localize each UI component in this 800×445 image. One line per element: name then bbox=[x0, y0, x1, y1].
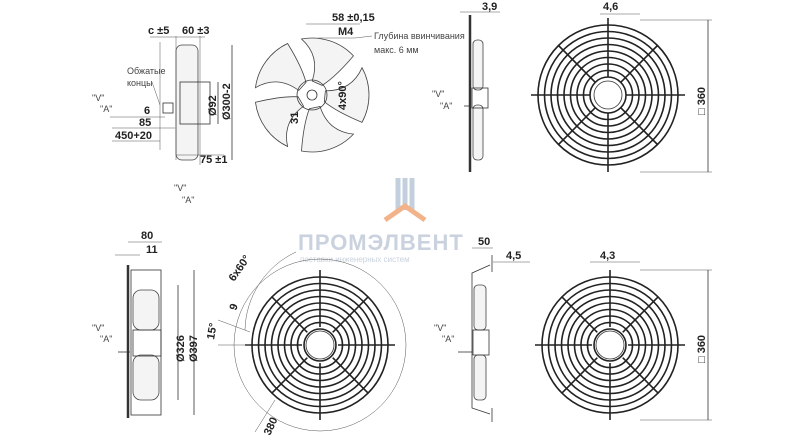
guard-strut bbox=[332, 357, 369, 394]
motor-hub bbox=[595, 330, 625, 360]
dim-85-label: 85 bbox=[139, 117, 151, 129]
view-v-label: "V" bbox=[432, 89, 444, 99]
watermark-tagline: поставки инженерных систем bbox=[300, 255, 410, 264]
c-tolerance-label: c ±5 bbox=[148, 25, 169, 37]
watermark-logo: ПРОМЭЛВЕНТ поставки инженерных систем bbox=[298, 178, 464, 264]
bottom-guard-side-view bbox=[458, 247, 530, 422]
view-v-label: "V" bbox=[174, 183, 186, 193]
inner-diameter-label: Ø326 bbox=[175, 335, 187, 362]
square-360-label: □ 360 bbox=[696, 335, 708, 363]
thickness-4-5-label: 4,5 bbox=[506, 250, 521, 262]
view-a-label: "A" bbox=[100, 334, 112, 344]
guard-ring bbox=[589, 76, 627, 114]
thickness-3-9-label: 3,9 bbox=[482, 1, 497, 13]
top-guard-front-view bbox=[531, 18, 685, 172]
guard-strut bbox=[557, 107, 596, 146]
outer-diameter-label: Ø397 bbox=[188, 335, 200, 362]
crimped-ends-note-2: концы bbox=[127, 78, 153, 88]
impeller-front-view bbox=[254, 37, 370, 153]
guard-strut bbox=[332, 296, 369, 333]
hub-diameter-label: Ø92 bbox=[207, 95, 219, 116]
depth-50-label: 50 bbox=[478, 236, 490, 248]
guard-strut bbox=[557, 44, 596, 83]
guard-strut bbox=[561, 357, 598, 394]
width-60-label: 60 ±3 bbox=[182, 25, 209, 37]
crimped-ends-note-1: Обжатые bbox=[127, 66, 165, 76]
guard-strut bbox=[620, 44, 659, 83]
cable-length-label: 450+20 bbox=[115, 130, 152, 142]
view-a-label: "A" bbox=[100, 104, 112, 114]
screw-depth-note-1: Глубина ввинчивания bbox=[374, 31, 465, 41]
tilt-15-label: 15° bbox=[205, 322, 220, 340]
dim-6-label: 6 bbox=[144, 105, 150, 117]
view-v-label: "V" bbox=[434, 323, 446, 333]
impeller-blade bbox=[301, 105, 355, 153]
impeller-blade bbox=[254, 42, 307, 92]
angle-6x60-label: 6x60° bbox=[227, 253, 253, 284]
offset-4-6-label: 4,6 bbox=[603, 1, 618, 13]
guard-strut bbox=[622, 296, 659, 333]
guard-ring bbox=[593, 328, 627, 362]
bottom-guard-front-view bbox=[535, 270, 685, 420]
depth-75-label: 75 ±1 bbox=[200, 154, 227, 166]
bottom-front-view bbox=[233, 258, 407, 432]
dim-31-label: 31 bbox=[289, 112, 301, 124]
view-v-label: "V" bbox=[92, 93, 104, 103]
offset-4-3-label: 4,3 bbox=[600, 250, 615, 262]
guard-strut bbox=[271, 296, 308, 333]
square-360-label: □ 360 bbox=[696, 87, 708, 115]
pcd-380-label: 380 bbox=[262, 416, 281, 438]
guard-strut bbox=[561, 296, 598, 333]
impeller-blade bbox=[255, 96, 305, 148]
bottom-side-view bbox=[115, 241, 195, 418]
hub bbox=[296, 79, 328, 111]
angle-4x90-label: 4x90° bbox=[337, 81, 349, 110]
watermark-brand: ПРОМЭЛВЕНТ bbox=[298, 230, 464, 255]
top-guard-side-view bbox=[460, 11, 500, 172]
screw-depth-note-2: макс. 6 мм bbox=[374, 45, 419, 55]
view-a-label: "A" bbox=[440, 101, 452, 111]
impeller-blade bbox=[300, 37, 354, 86]
hole-9-label: 9 bbox=[228, 302, 241, 312]
view-v-label: "V" bbox=[92, 323, 104, 333]
view-a-label: "A" bbox=[182, 195, 194, 205]
view-a-label: "A" bbox=[442, 334, 454, 344]
flange-11-label: 11 bbox=[146, 244, 158, 256]
motor-hub bbox=[593, 80, 623, 110]
thread-m4-label: M4 bbox=[338, 26, 354, 38]
pcd-58-label: 58 ±0,15 bbox=[332, 12, 375, 24]
fan-diameter-label: Ø300-2 bbox=[221, 83, 233, 120]
guard-strut bbox=[271, 357, 308, 394]
guard-ring bbox=[303, 328, 337, 362]
guard-strut bbox=[622, 357, 659, 394]
hub-center bbox=[306, 89, 318, 101]
motor-hub bbox=[305, 330, 335, 360]
top-side-view bbox=[110, 36, 233, 165]
impeller-blade bbox=[323, 66, 370, 123]
guard-strut bbox=[620, 107, 659, 146]
depth-80-label: 80 bbox=[141, 230, 153, 242]
